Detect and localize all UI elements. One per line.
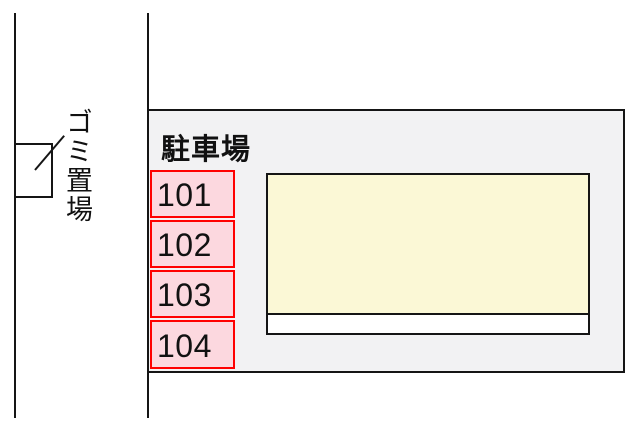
- parking-space-103: 103: [150, 270, 235, 318]
- road-line-left: [14, 13, 16, 418]
- parking-lot-label: 駐車場: [161, 134, 252, 166]
- garbage-area-box: [14, 143, 53, 198]
- building-entrance-strip: [268, 315, 588, 333]
- building-outline: [266, 173, 590, 335]
- parking-space-label: 103: [157, 277, 212, 313]
- parking-space-label: 102: [157, 227, 212, 263]
- parking-space-label: 104: [157, 327, 212, 364]
- parking-space-104: 104: [150, 320, 235, 369]
- garbage-area-label: ゴミ置場: [62, 108, 93, 224]
- parking-space-label: 101: [157, 177, 212, 213]
- parking-space-102: 102: [150, 220, 235, 268]
- parking-space-101: 101: [150, 170, 235, 218]
- building-body: [268, 175, 588, 315]
